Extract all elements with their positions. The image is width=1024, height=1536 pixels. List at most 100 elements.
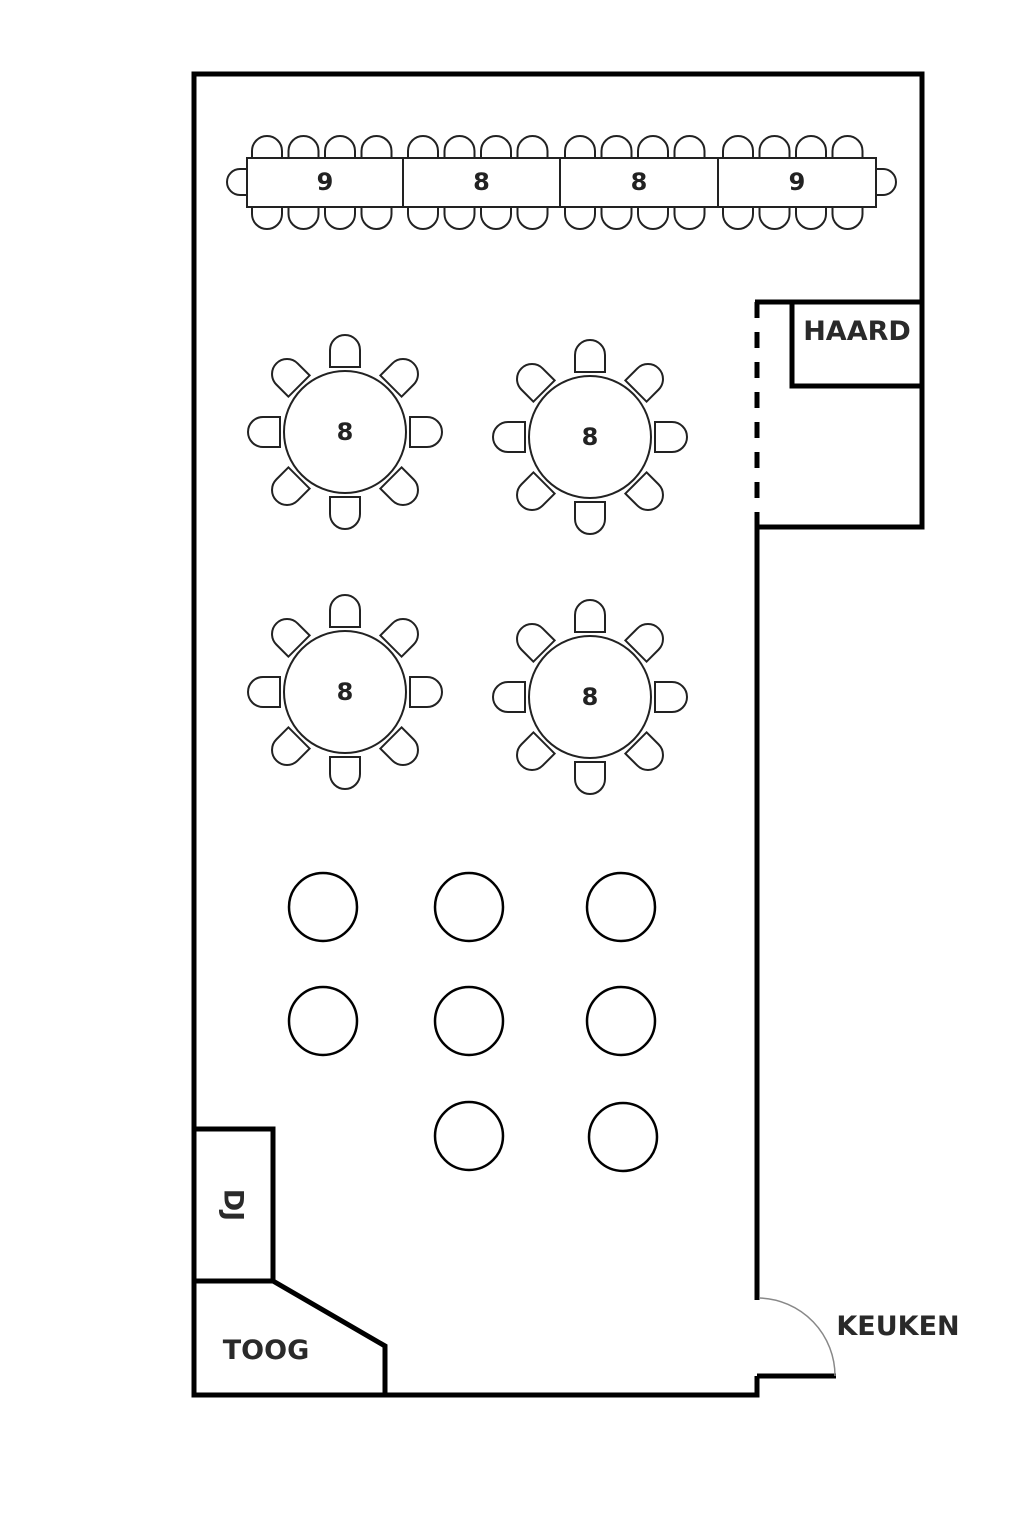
round-table[interactable]: 8 — [492, 339, 688, 535]
chair — [516, 363, 557, 404]
chair — [875, 168, 897, 196]
chair — [247, 416, 281, 448]
long-table[interactable]: 9 — [717, 135, 897, 230]
toog-bar — [194, 1278, 388, 1395]
chair — [324, 206, 356, 230]
chair — [251, 206, 283, 230]
table-top — [559, 157, 719, 208]
chair — [795, 135, 827, 159]
seat-count: 9 — [789, 168, 806, 196]
table-top — [528, 635, 652, 759]
chair — [758, 206, 791, 230]
chair — [329, 594, 361, 628]
chair — [271, 465, 312, 506]
cocktail-table[interactable] — [287, 871, 359, 943]
chair — [287, 135, 320, 159]
chair — [574, 501, 606, 535]
chair — [407, 206, 439, 230]
chair — [637, 135, 669, 159]
chair — [271, 725, 312, 766]
chair — [360, 135, 393, 159]
table-top — [528, 375, 652, 499]
table-top — [283, 370, 407, 494]
chair — [378, 465, 419, 506]
chair — [673, 206, 706, 230]
table-top — [283, 630, 407, 754]
door-swing-arc — [759, 1297, 836, 1377]
chair — [378, 725, 419, 766]
chair — [443, 135, 476, 159]
chair — [831, 206, 864, 230]
chair — [623, 730, 664, 771]
cocktail-table[interactable] — [433, 985, 505, 1057]
chair — [758, 135, 791, 159]
chair — [378, 618, 419, 659]
chair — [574, 761, 606, 795]
chair — [226, 168, 248, 196]
chair — [654, 421, 688, 453]
round-table[interactable]: 8 — [247, 594, 443, 790]
round-table[interactable]: 8 — [247, 334, 443, 530]
round-table[interactable]: 8 — [492, 599, 688, 795]
chair — [574, 339, 606, 373]
chair — [637, 206, 669, 230]
chair — [271, 618, 312, 659]
haard-label: HAARD — [803, 316, 911, 347]
furniture: 9 8 8 9 8 8 8 8 — [226, 135, 897, 1173]
cocktail-table[interactable] — [585, 871, 657, 943]
toog-label: TOOG — [223, 1335, 309, 1366]
chair — [722, 206, 754, 230]
chair — [329, 334, 361, 368]
chair — [409, 416, 443, 448]
chair — [247, 676, 281, 708]
chair — [722, 135, 754, 159]
seat-count: 8 — [337, 678, 354, 706]
chair — [831, 135, 864, 159]
long-table[interactable]: 9 — [226, 135, 404, 230]
walls: HAARD DJ TOOG KEUKEN — [191, 71, 960, 1398]
seat-count: 9 — [317, 168, 334, 196]
chair — [324, 135, 356, 159]
seat-count: 8 — [337, 418, 354, 446]
chair — [654, 681, 688, 713]
door-gap — [752, 1300, 764, 1376]
chair — [329, 756, 361, 790]
seat-count: 8 — [631, 168, 648, 196]
haard-box — [789, 302, 922, 389]
cocktail-table[interactable] — [287, 985, 359, 1057]
dj-booth — [194, 1126, 276, 1281]
chair — [574, 599, 606, 633]
long-table[interactable]: 8 — [559, 135, 719, 230]
seat-count: 8 — [473, 168, 490, 196]
table-top — [402, 157, 561, 208]
chair — [673, 135, 706, 159]
chair — [516, 206, 549, 230]
chair — [492, 681, 526, 713]
long-table[interactable]: 8 — [402, 135, 561, 230]
chair — [480, 135, 512, 159]
chair — [443, 206, 476, 230]
cocktail-table[interactable] — [587, 1101, 659, 1173]
chair — [623, 363, 664, 404]
chair — [516, 730, 557, 771]
cocktail-table[interactable] — [433, 1100, 505, 1172]
table-top — [717, 157, 877, 208]
chair — [271, 358, 312, 399]
chair — [564, 135, 596, 159]
chair — [795, 206, 827, 230]
chair — [516, 470, 557, 511]
chair — [480, 206, 512, 230]
chair — [251, 135, 283, 159]
seat-count: 8 — [582, 423, 599, 451]
cocktail-table[interactable] — [433, 871, 505, 943]
chair — [516, 623, 557, 664]
chair — [360, 206, 393, 230]
chair — [407, 135, 439, 159]
chair — [287, 206, 320, 230]
chair — [623, 470, 664, 511]
cocktail-table[interactable] — [585, 985, 657, 1057]
chair — [600, 135, 633, 159]
chair — [378, 358, 419, 399]
chair — [329, 496, 361, 530]
